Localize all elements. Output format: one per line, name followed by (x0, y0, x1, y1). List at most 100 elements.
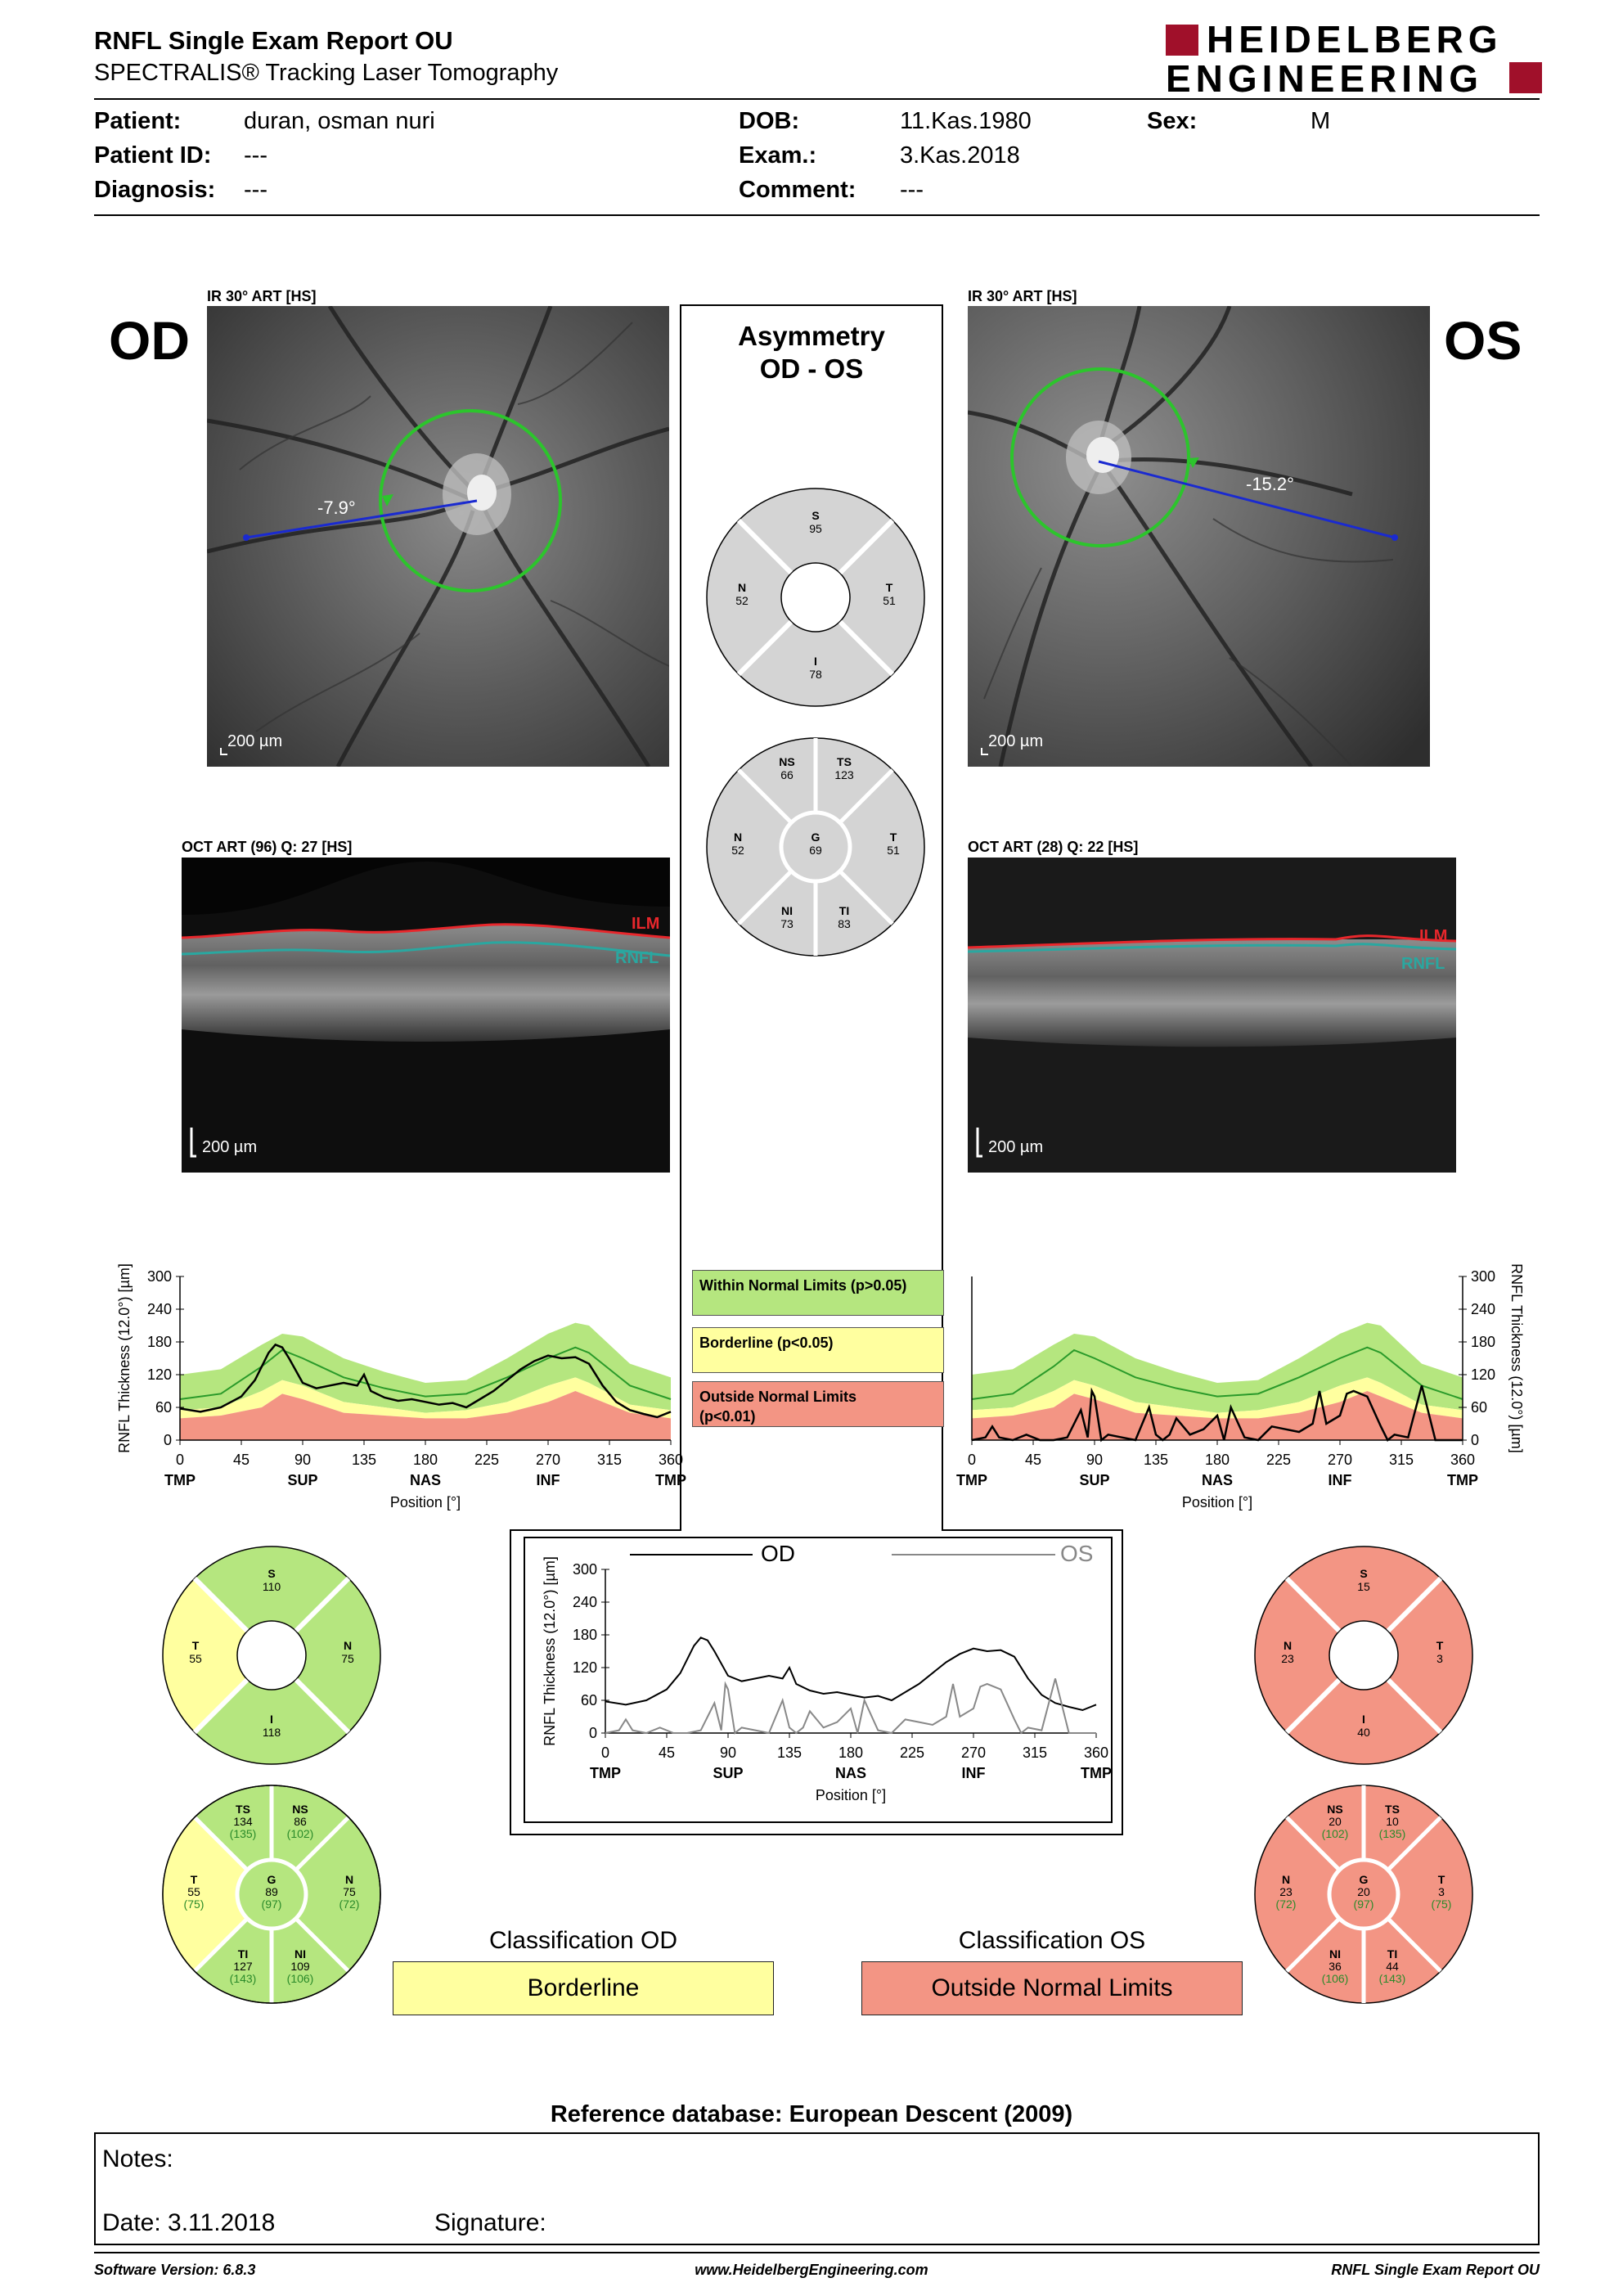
normal-band-red (180, 1391, 671, 1440)
os-oct-image: ILM RNFL 200 µm (968, 858, 1456, 1173)
normal-band-yellow (180, 1377, 671, 1419)
x-category-label: SUP (287, 1472, 317, 1488)
x-tick-label: 270 (536, 1452, 560, 1468)
od-g-value: 89 (265, 1885, 278, 1898)
classification-od-title: Classification OD (488, 1927, 678, 1954)
report-subtitle: SPECTRALIS® Tracking Laser Tomography (94, 60, 559, 86)
asymmetry-4sector-chart: S 95 N 52 T 51 I 78 (706, 488, 925, 707)
x-tick-label: 360 (659, 1452, 683, 1468)
exam-value: 3.Kas.2018 (900, 142, 1020, 169)
od-ilm-label: ILM (632, 915, 659, 933)
y-tick-label: 300 (1471, 1268, 1495, 1285)
svg-text:NS: NS (292, 1803, 308, 1816)
od6-n-value: 75 (343, 1885, 356, 1898)
y-axis-label: RNFL Thickness (12.0°) [µm] (542, 1556, 558, 1746)
x-tick-label: 360 (1450, 1452, 1475, 1468)
svg-text:I: I (814, 655, 817, 668)
os-rnfl-label: RNFL (1401, 955, 1445, 973)
od-ts-normal: (135) (230, 1827, 257, 1840)
y-tick-label: 180 (147, 1334, 172, 1350)
svg-text:S: S (268, 1567, 275, 1580)
od-n-value: 75 (341, 1652, 354, 1665)
y-tick-label: 240 (1471, 1301, 1495, 1317)
y-tick-label: 180 (1471, 1334, 1495, 1350)
asym-ns-value: 66 (780, 768, 794, 781)
sex-value: M (1311, 108, 1331, 134)
dob-label: DOB: (739, 108, 800, 134)
od-fundus-image: -7.9° 200 µm (207, 306, 669, 767)
od-4sector-chart: S 110 T 55 N 75 I 118 (162, 1546, 381, 1765)
os-oct-label: OCT ART (28) Q: 22 [HS] (968, 839, 1139, 855)
x-tick-label: 180 (413, 1452, 438, 1468)
os-ts-value: 10 (1386, 1815, 1399, 1828)
diagnosis-value: --- (244, 177, 268, 203)
comment-label: Comment: (739, 177, 856, 203)
classification-os-title: Classification OS (958, 1927, 1146, 1954)
os-n-value: 23 (1281, 1652, 1294, 1665)
x-tick-label: 45 (1025, 1452, 1041, 1468)
x-category-label: NAS (410, 1472, 441, 1488)
asym-n-value: 52 (735, 594, 749, 607)
x-tick-label: 0 (176, 1452, 184, 1468)
legend-outside-normal: Outside Normal Limits(p<0.01) (692, 1381, 944, 1427)
svg-text:N: N (1284, 1639, 1292, 1652)
od-ns-normal: (102) (287, 1827, 314, 1840)
notes-label: Notes: (102, 2145, 173, 2172)
os-4sector-chart: S 15 N 23 T 3 I 40 (1254, 1546, 1473, 1765)
x-category-label: INF (962, 1765, 986, 1781)
od-6sector-chart: TS 134 (135) NS 86 (102) T 55 (75) G 89 … (162, 1785, 381, 2004)
x-tick-label: 225 (900, 1745, 924, 1761)
x-tick-label: 360 (1084, 1745, 1108, 1761)
od-ni-normal: (106) (287, 1972, 314, 1985)
patient-id-value: --- (244, 142, 268, 169)
normal-mean-line (179, 1346, 672, 1400)
os-g-value: 20 (1357, 1885, 1370, 1898)
os6-t-value: 3 (1438, 1885, 1445, 1898)
asym-ni-value: 73 (780, 917, 794, 930)
od-ti-normal: (143) (230, 1972, 257, 1985)
y-axis-label: RNFL Thickness (12.0°) [µm] (1508, 1263, 1525, 1453)
normal-mean-line (971, 1346, 1463, 1400)
x-tick-label: 45 (659, 1745, 675, 1761)
y-tick-label: 240 (147, 1301, 172, 1317)
od-eye-label: OD (109, 310, 190, 371)
x-tick-label: 315 (597, 1452, 622, 1468)
legend-borderline: Borderline (p<0.05) (692, 1327, 944, 1373)
os-t-value: 3 (1436, 1652, 1443, 1665)
os-ir-label: IR 30° ART [HS] (968, 288, 1077, 304)
os-g-normal: (97) (1354, 1898, 1374, 1911)
x-category-label: INF (1329, 1472, 1352, 1488)
os-ilm-label: ILM (1419, 927, 1447, 945)
svg-text:I: I (270, 1713, 273, 1726)
notes-box[interactable]: Notes: Date: 3.11.2018 Signature: (94, 2132, 1540, 2245)
x-tick-label: 315 (1389, 1452, 1414, 1468)
comparison-frame (524, 1537, 1113, 1823)
patient-label: Patient: (94, 108, 182, 134)
reference-database: Reference database: European Descent (20… (550, 2101, 1073, 2127)
patient-id-label: Patient ID: (94, 142, 212, 169)
os-ni-normal: (106) (1322, 1972, 1349, 1985)
od-ti-value: 127 (233, 1960, 253, 1973)
y-tick-label: 0 (589, 1725, 597, 1741)
svg-text:T: T (886, 581, 893, 594)
footer-report-name: RNFL Single Exam Report OU (1331, 2262, 1540, 2278)
os-6sector-chart: NS 20 (102) TS 10 (135) N 23 (72) G 20 (… (1254, 1785, 1473, 2004)
normal-band-red (972, 1391, 1463, 1440)
series-line-os (605, 1678, 1096, 1735)
legend-within-normal: Within Normal Limits (p>0.05) (692, 1270, 944, 1316)
x-tick-label: 90 (720, 1745, 736, 1761)
x-axis-label: Position [°] (1182, 1494, 1252, 1510)
od-ir-label: IR 30° ART [HS] (207, 288, 317, 304)
date-label: Date: 3.11.2018 (102, 2209, 276, 2236)
dob-value: 11.Kas.1980 (900, 108, 1032, 134)
y-tick-label: 120 (1471, 1366, 1495, 1383)
od-oct-image: ILM RNFL 200 µm (182, 858, 670, 1173)
x-category-label: INF (537, 1472, 560, 1488)
x-category-label: SUP (1079, 1472, 1109, 1488)
od6-t-value: 55 (187, 1885, 200, 1898)
classification-os-badge: Outside Normal Limits (861, 1961, 1243, 2015)
y-tick-label: 60 (155, 1399, 172, 1416)
svg-text:NS: NS (779, 755, 794, 768)
os6-n-value: 23 (1279, 1885, 1293, 1898)
